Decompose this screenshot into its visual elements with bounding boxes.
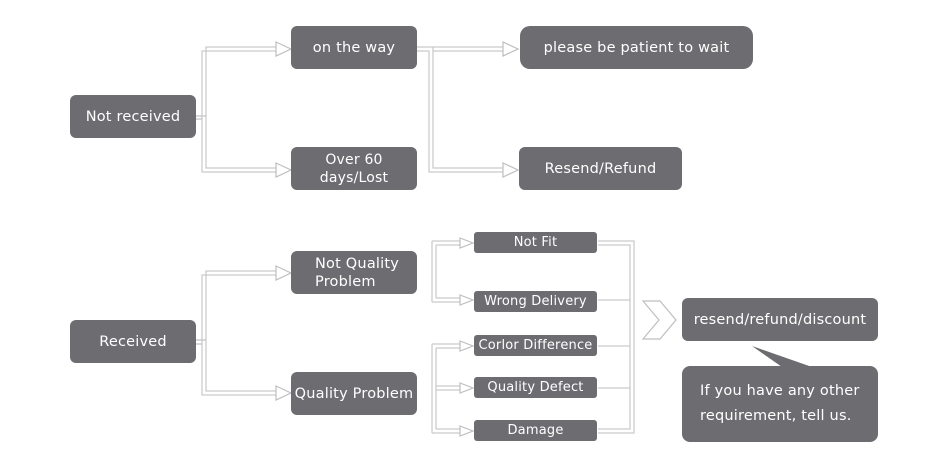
arrow-head [459,340,475,352]
node-resend-refund-discount: resend/refund/discount [682,298,878,341]
node-received: Received [70,320,196,363]
chevron-right-icon [641,300,677,340]
node-over-60-days-lost: Over 60 days/Lost [291,147,417,190]
arrow-head [275,385,293,401]
bubble-tail [752,346,812,367]
node-resend-refund: Resend/Refund [519,147,682,190]
arrow-head [459,425,475,437]
note-line-1: If you have any other [700,383,860,399]
arrow-head [502,162,520,178]
connector-on-the-way [417,41,520,178]
note-line-2: requirement, tell us. [700,408,852,424]
note-bubble: If you have any other requirement, tell … [682,366,878,442]
node-damage: Damage [474,420,597,441]
arrow-head [459,294,475,306]
arrow-head [459,382,475,394]
node-wrong-delivery: Wrong Delivery [474,291,597,312]
node-on-the-way: on the way [291,26,417,69]
node-quality-problem: Quality Problem [291,372,417,415]
node-not-fit: Not Fit [474,232,597,253]
node-corlor-difference: Corlor Difference [474,335,597,356]
node-not-quality-problem-line-1: Not Quality [315,255,400,272]
arrow-head [502,41,520,57]
bracket-right [598,240,635,434]
arrow-head [275,162,293,178]
arrow-head [275,265,293,281]
node-please-be-patient: please be patient to wait [520,26,753,69]
node-not-quality-problem: Not Quality Problem [291,251,417,294]
connector-received [196,265,293,401]
node-not-quality-problem-line-2: Problem [315,273,376,290]
connector-not-received [196,41,293,178]
bracket-not-quality [431,237,475,306]
node-not-received: Not received [70,95,196,138]
node-quality-defect: Quality Defect [474,377,597,398]
arrow-head [275,41,293,57]
arrow-head [459,237,475,249]
bracket-quality [431,340,475,437]
